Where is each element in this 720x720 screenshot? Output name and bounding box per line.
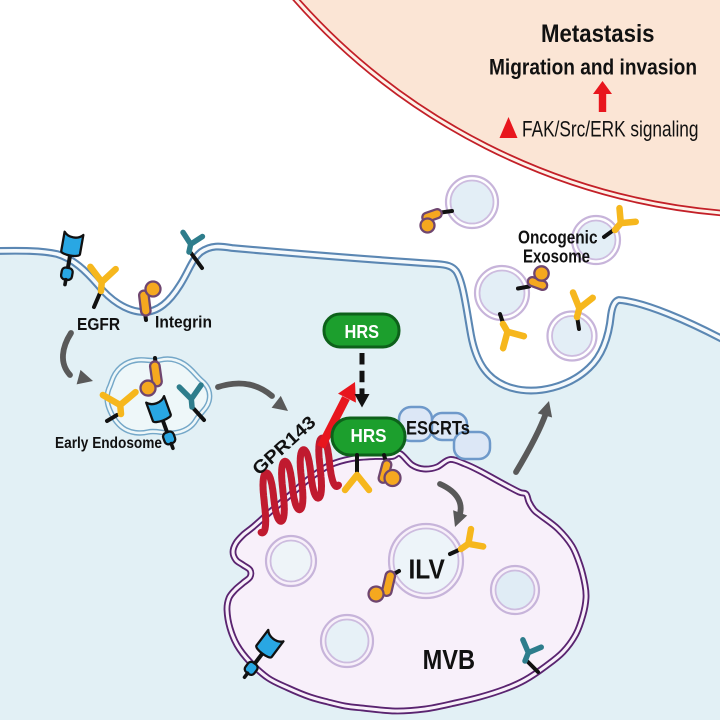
svg-text:Early Endosome: Early Endosome xyxy=(55,435,162,452)
svg-text:EGFR: EGFR xyxy=(77,314,120,334)
svg-text:Exosome: Exosome xyxy=(523,247,590,267)
svg-text:Metastasis: Metastasis xyxy=(541,20,655,48)
svg-text:ILV: ILV xyxy=(409,553,446,584)
svg-text:Migration and invasion: Migration and invasion xyxy=(489,54,697,79)
svg-text:MVB: MVB xyxy=(423,644,475,675)
svg-text:FAK/Src/ERK signaling: FAK/Src/ERK signaling xyxy=(522,117,699,142)
svg-text:HRS: HRS xyxy=(345,321,380,342)
svg-text:ESCRTs: ESCRTs xyxy=(406,419,470,440)
svg-text:Oncogenic: Oncogenic xyxy=(518,228,598,248)
svg-text:Integrin: Integrin xyxy=(155,313,212,332)
svg-text:HRS: HRS xyxy=(351,425,387,446)
